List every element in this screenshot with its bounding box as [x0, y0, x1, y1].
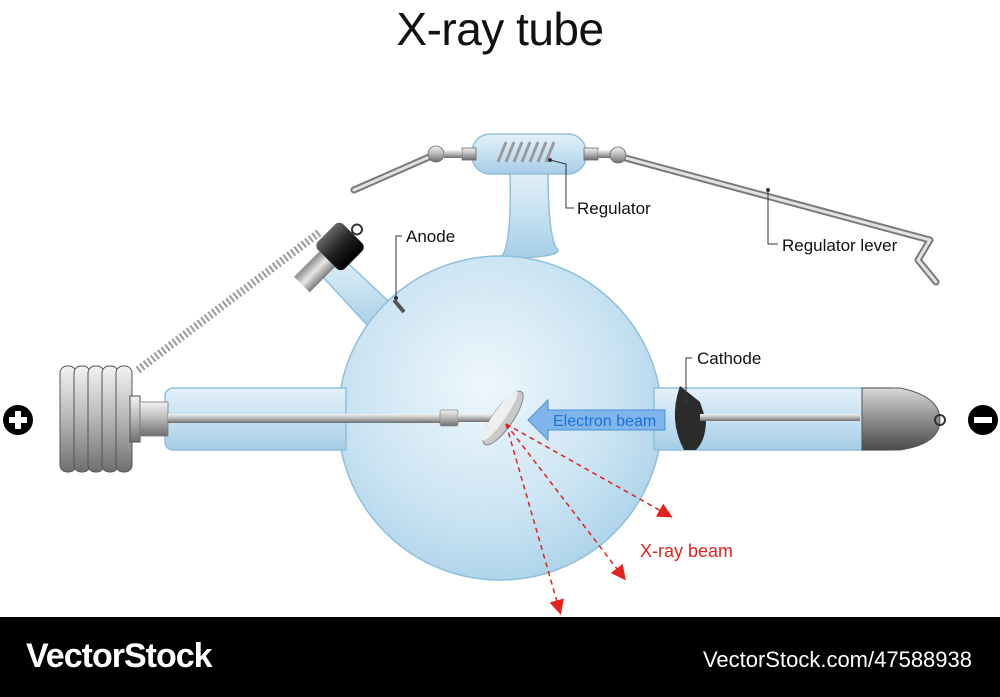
xray-tube-diagram: Anode Regulator Regulator lever Cathode … — [3, 133, 998, 615]
xray-beam-arrows — [505, 423, 673, 615]
label-anode: Anode — [406, 227, 455, 246]
label-regulator-lever: Regulator lever — [782, 236, 898, 255]
regulator-capsule — [471, 133, 587, 175]
spring-wire — [135, 228, 323, 374]
anode-rod-inner — [168, 414, 440, 423]
cathode-cup — [674, 386, 706, 450]
anode-target — [481, 390, 524, 446]
label-electron-beam: Electron beam — [553, 413, 656, 430]
positive-terminal — [3, 405, 33, 435]
label-regulator: Regulator — [577, 199, 651, 218]
regulator-neck — [497, 169, 559, 259]
label-xray-beam: X-ray beam — [640, 541, 733, 561]
anode-sleeve — [439, 409, 459, 427]
negative-terminal — [968, 405, 998, 435]
anode-radiator — [59, 365, 169, 473]
regulator-lever — [614, 152, 940, 286]
diagram-title: X-ray tube — [396, 3, 604, 55]
electron-beam-arrow — [527, 398, 666, 442]
label-cathode: Cathode — [697, 349, 761, 368]
anode-rod — [392, 298, 406, 314]
left-lever — [350, 150, 440, 194]
leader-lines — [395, 159, 778, 402]
regulator-connectors — [427, 145, 627, 164]
brand-logo: VectorStock — [26, 637, 213, 675]
cathode-end-cap — [861, 387, 946, 451]
image-reference: VectorStock.com/47588938 — [702, 647, 972, 672]
anode-cap — [294, 222, 364, 293]
cathode-rod — [700, 414, 860, 421]
leader-dots — [394, 158, 770, 404]
regulator-coil — [496, 141, 556, 163]
footer-bar: VectorStock VectorStock.com/47588938 — [0, 617, 1000, 697]
